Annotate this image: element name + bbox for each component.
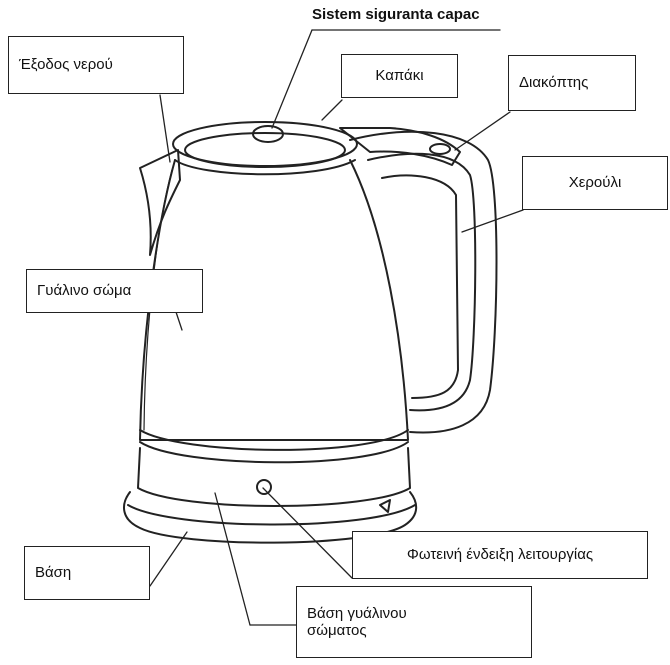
label-lid: Καπάκι xyxy=(341,54,458,98)
label-spout-text: Έξοδος νερού xyxy=(19,56,113,74)
label-base: Βάση xyxy=(24,546,150,600)
kettle-handle xyxy=(349,130,498,434)
label-indicator: Φωτεινή ένδειξη λειτουργίας xyxy=(352,531,648,579)
spout xyxy=(139,149,181,256)
power-base xyxy=(123,491,418,544)
label-switch-text: Διακόπτης xyxy=(519,74,589,92)
label-glass-base-line2: σώματος xyxy=(307,622,367,639)
glass-base xyxy=(137,447,411,507)
label-glass-base: Βάση γυάλινου σώματος xyxy=(296,586,532,658)
lid-safety-button xyxy=(252,125,284,143)
label-lid-text: Καπάκι xyxy=(375,67,424,85)
label-glass-base-line1: Βάση γυάλινου xyxy=(307,604,407,622)
indicator-light xyxy=(256,479,272,495)
label-handle-text: Χερούλι xyxy=(568,174,622,192)
label-spout: Έξοδος νερού xyxy=(8,36,184,94)
lid-safety-label: Sistem siguranta capac xyxy=(312,6,480,23)
label-switch: Διακόπτης xyxy=(508,55,636,111)
label-glass-body-text: Γυάλινο σώμα xyxy=(37,282,132,300)
label-handle: Χερούλι xyxy=(522,156,668,210)
leader-lines xyxy=(149,29,524,626)
label-glass-body: Γυάλινο σώμα xyxy=(26,269,203,313)
switch xyxy=(339,127,461,166)
label-base-text: Βάση xyxy=(35,564,72,582)
label-indicator-text: Φωτεινή ένδειξη λειτουργίας xyxy=(406,546,594,564)
